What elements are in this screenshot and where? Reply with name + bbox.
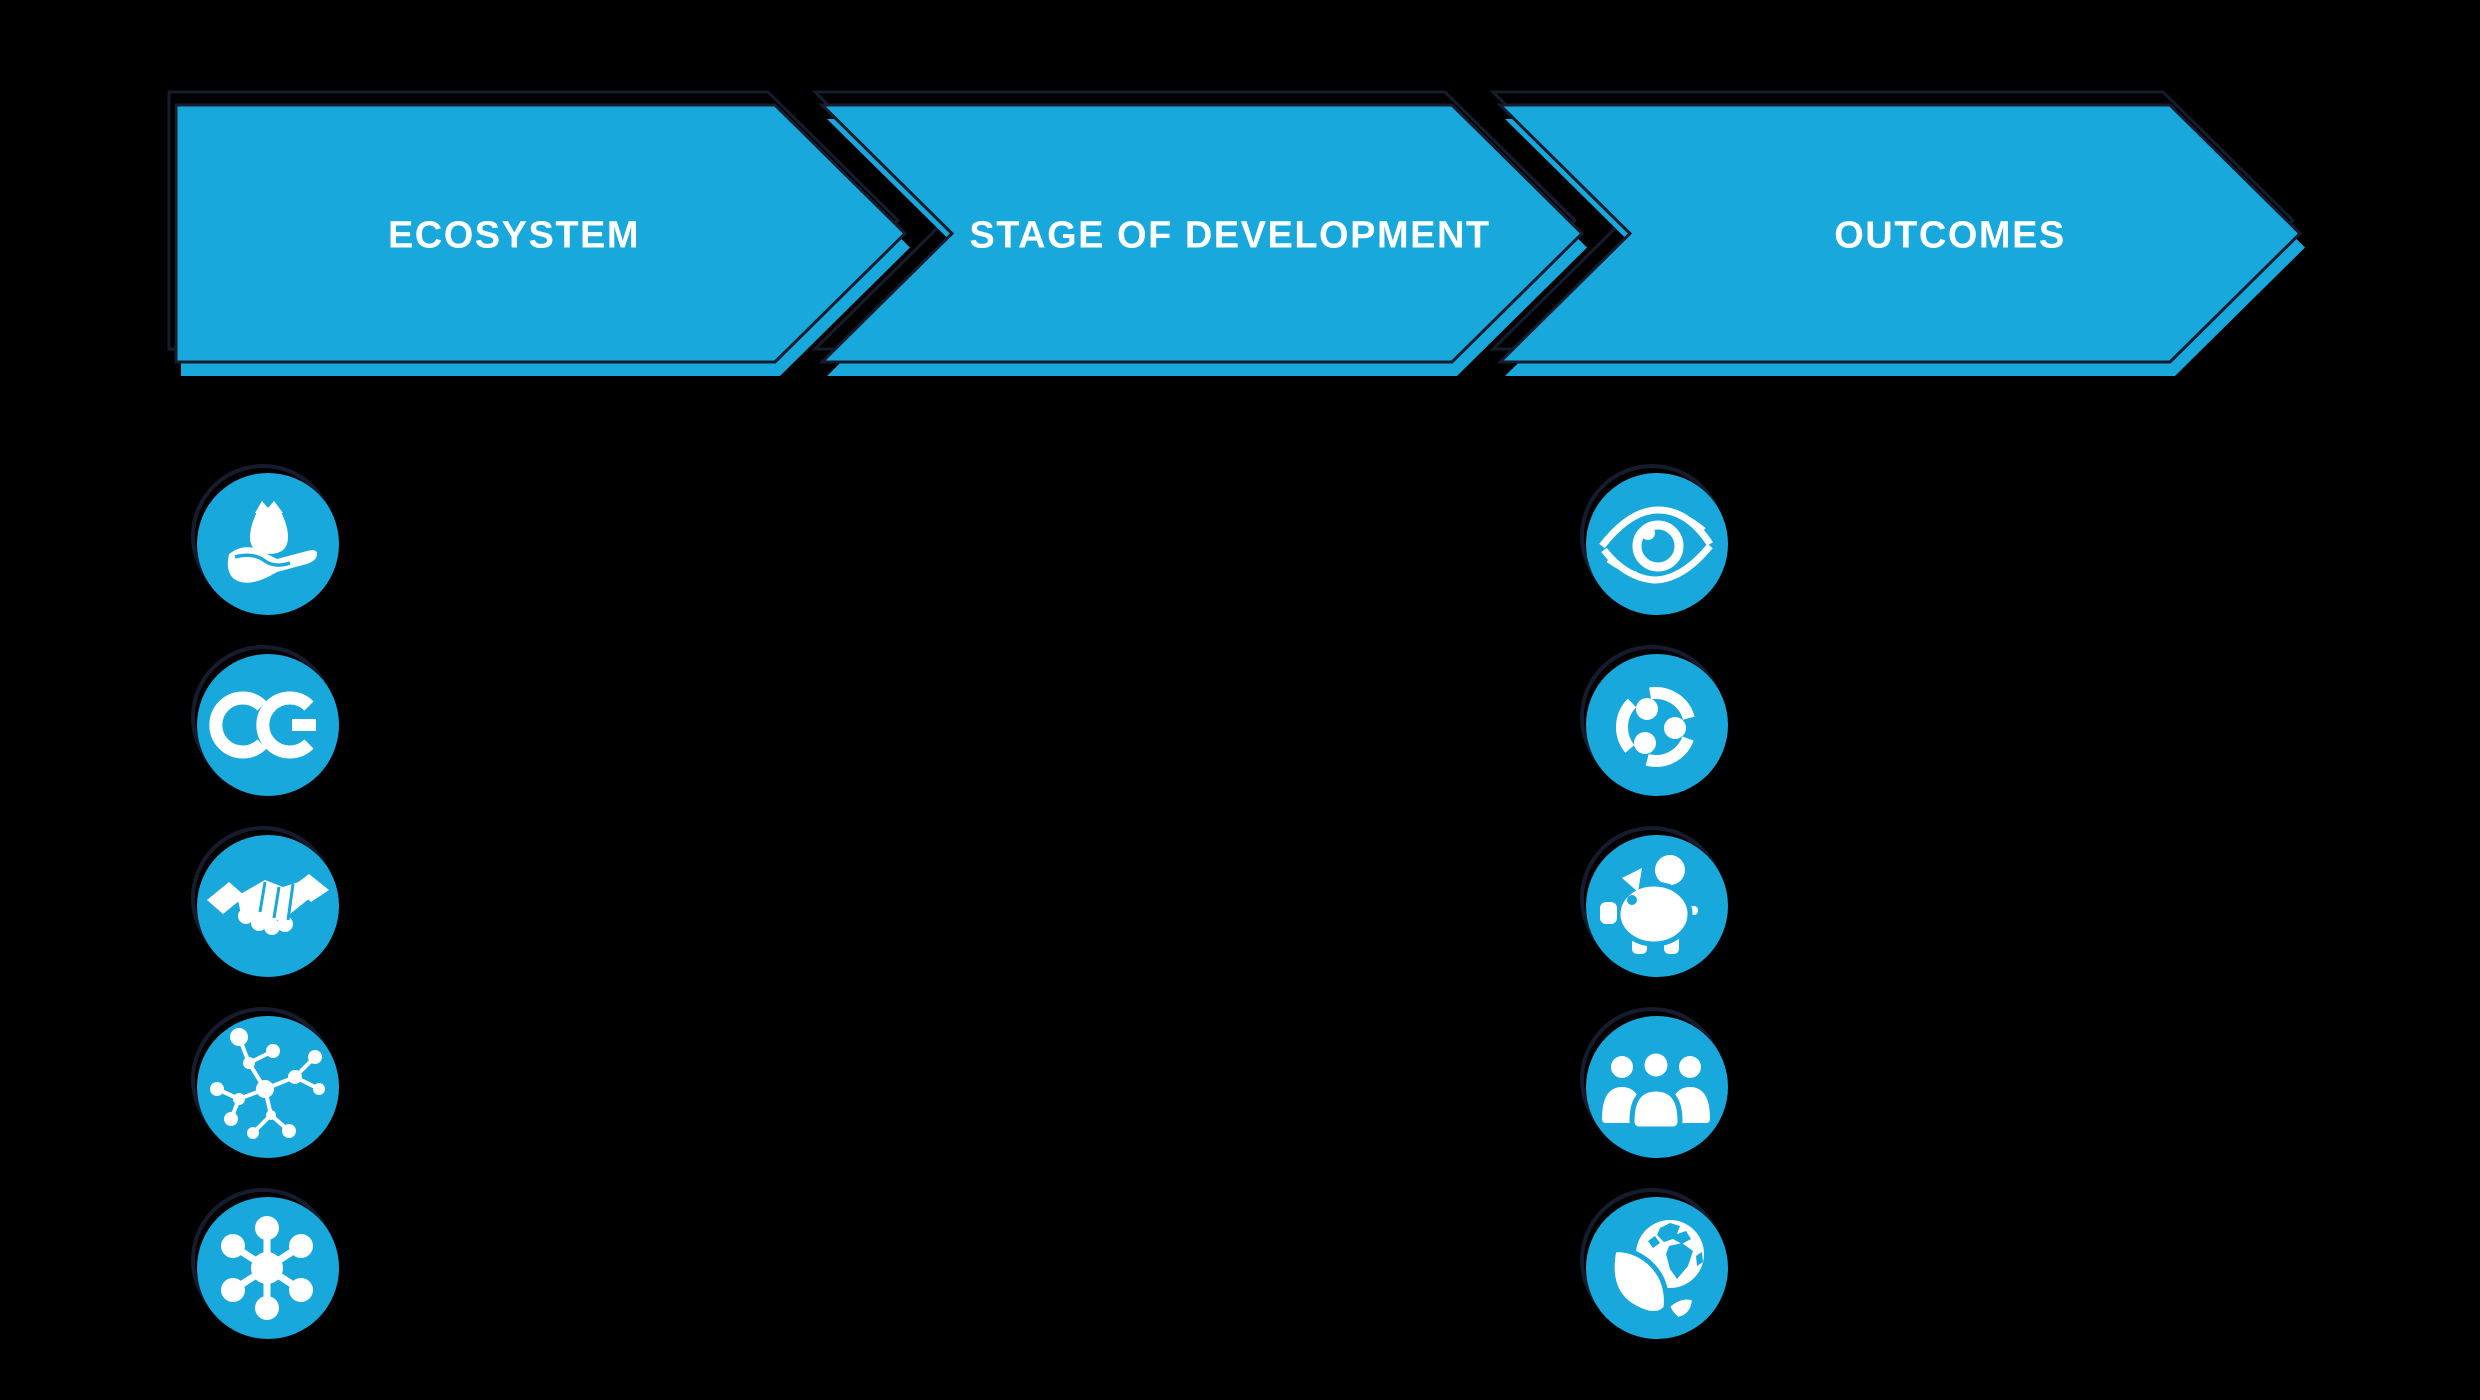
handshake-icon (207, 874, 329, 935)
ecosystem-icon-5 (187, 1186, 347, 1346)
ce-certification-icon (209, 691, 316, 759)
arrow-label-ecosystem: ECOSYSTEM (387, 214, 641, 257)
ecosystem-icon-4 (187, 1005, 347, 1165)
globe-leaf-icon (1609, 1220, 1704, 1322)
ecosystem-icon-2 (187, 643, 347, 803)
funding-hand-icon (227, 501, 318, 583)
process-arrows (167, 90, 2305, 376)
arrow-label-stage-of-development: STAGE OF DEVELOPMENT (969, 214, 1491, 257)
icon-disc (1586, 473, 1728, 615)
outcomes-icon-5 (1576, 1186, 1736, 1346)
arrow-label-outcomes: OUTCOMES (1834, 214, 2066, 257)
outcomes-icon-1 (1576, 462, 1736, 622)
hub-network-icon (221, 1216, 313, 1320)
outcomes-icon-4 (1576, 1005, 1736, 1165)
outcomes-icon-3 (1576, 824, 1736, 984)
molecule-network-icon (210, 1028, 325, 1139)
piggy-bank-icon (1600, 855, 1698, 954)
arrow-ecosystem (167, 90, 910, 376)
ecosystem-icon-3 (187, 824, 347, 984)
people-group-icon (1602, 1048, 1710, 1132)
icon-disc (1586, 654, 1728, 796)
eye-vision-icon (1599, 506, 1713, 584)
community-circle-icon (1616, 687, 1695, 767)
ecosystem-icon-1 (187, 462, 347, 622)
arrow-stage-of-development (811, 90, 1587, 376)
outcomes-icon-2 (1576, 643, 1736, 803)
arrow-outcomes (1489, 90, 2305, 376)
